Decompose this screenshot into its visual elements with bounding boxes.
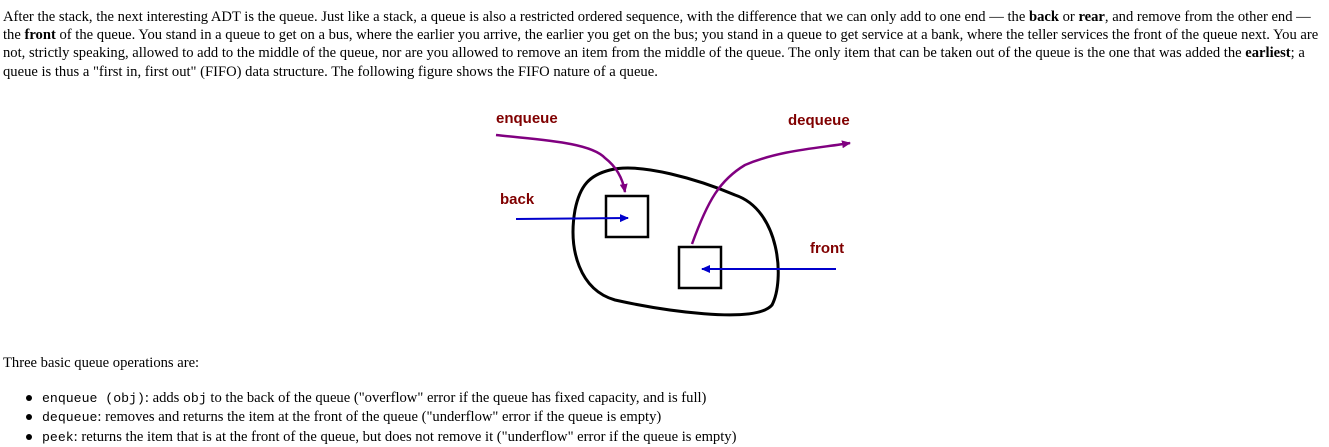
intro-text-5: ; a queue is thus a "first in, first out… — [3, 45, 1305, 80]
op-text: : returns the item that is at the front … — [73, 428, 737, 445]
queue-outline — [571, 166, 780, 317]
bullet — [26, 414, 32, 421]
back-label: back — [500, 191, 535, 208]
dequeue-label: dequeue — [788, 112, 850, 129]
op-text: : removes and returns the item at the fr… — [97, 409, 662, 426]
op-name: enqueue (obj) — [42, 391, 145, 406]
op-text: : adds — [144, 390, 183, 406]
bullet — [26, 395, 32, 401]
op-text-after: to the back of the queue ("overflow" err… — [206, 390, 707, 406]
list-item: peek: returns the item that is at the fr… — [26, 428, 736, 447]
intro-text-4: of the queue. You stand in a queue to ge… — [3, 27, 1319, 62]
bullet — [26, 433, 32, 440]
back-item-box — [604, 194, 650, 239]
term-earliest: earliest — [1245, 45, 1291, 62]
operations-list: enqueue (obj): adds obj to the back of t… — [26, 389, 736, 447]
operations-intro: Three basic queue operations are: — [3, 355, 200, 371]
intro-text-3: , and remove from the other end — the — [3, 9, 1311, 44]
back-pointer-arrow — [515, 214, 629, 223]
queue-figure: enqueue dequeue back front — [495, 110, 851, 317]
front-label: front — [810, 240, 844, 257]
op-arg: obj — [183, 391, 207, 406]
list-item: enqueue (obj): adds obj to the back of t… — [26, 389, 736, 408]
intro-text-2: or — [1058, 9, 1079, 25]
term-back: back — [1028, 9, 1059, 25]
front-item-box — [677, 245, 723, 290]
intro-paragraph: After the stack, the next interesting AD… — [3, 8, 1325, 81]
term-rear: rear — [1078, 9, 1105, 25]
dequeue-arrow — [690, 140, 851, 245]
term-front: front — [24, 27, 56, 44]
op-name: dequeue — [42, 410, 98, 426]
enqueue-arrow — [495, 133, 628, 193]
list-item: dequeue: removes and returns the item at… — [26, 408, 736, 427]
op-name: peek — [42, 429, 74, 445]
enqueue-label: enqueue — [496, 110, 558, 127]
intro-text-1: After the stack, the next interesting AD… — [3, 9, 1029, 25]
